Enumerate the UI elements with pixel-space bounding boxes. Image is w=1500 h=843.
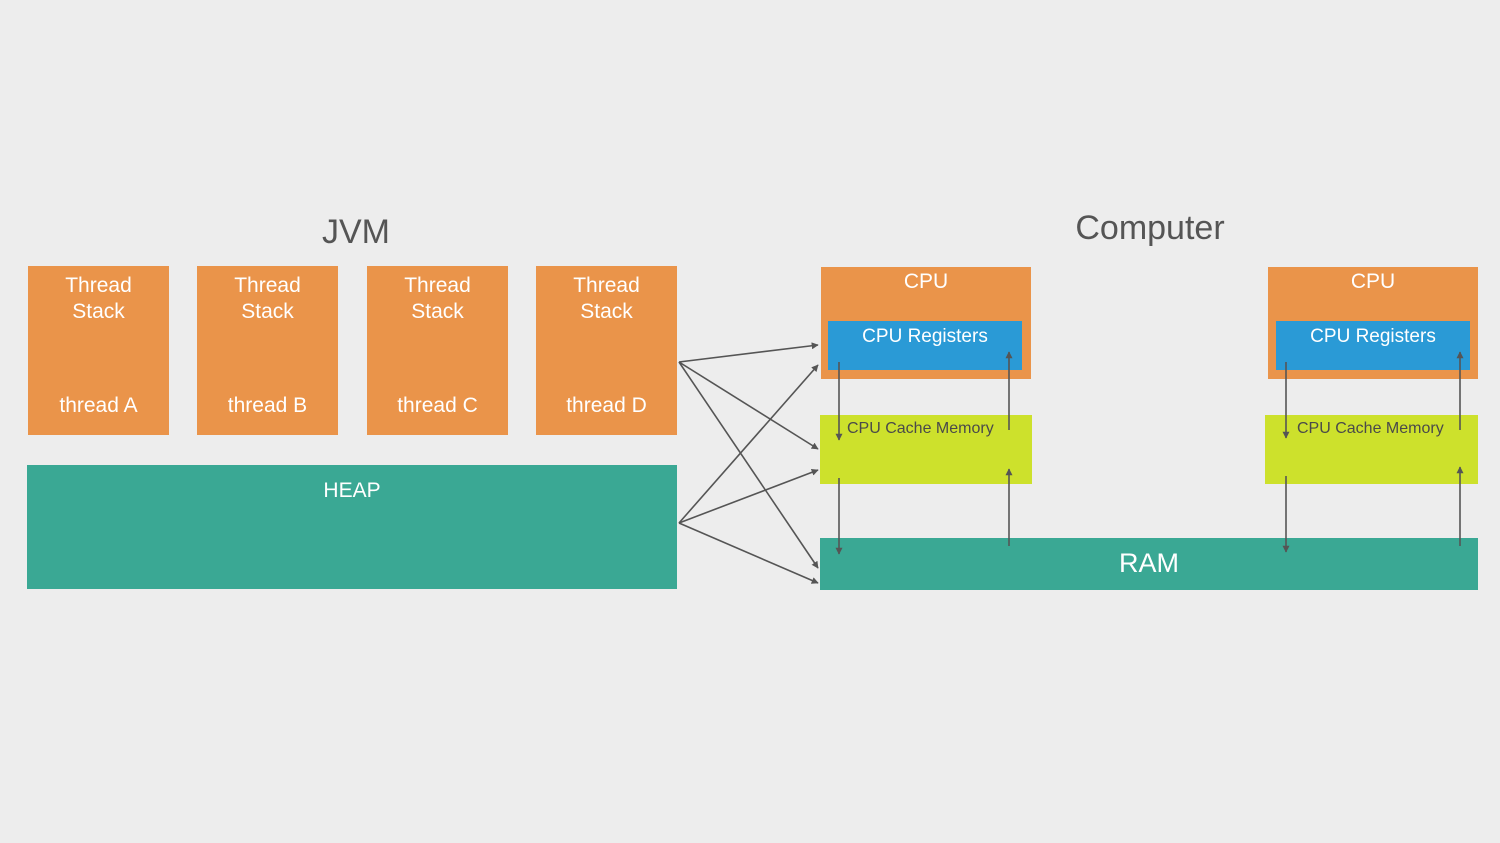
thread-name: thread D — [566, 394, 647, 417]
ram-label: RAM — [1119, 548, 1179, 578]
cpu-label: CPU — [903, 270, 949, 293]
thread-stack-label: Thread Stack — [404, 274, 471, 323]
thread-stack-b: Thread Stack thread B — [197, 266, 338, 435]
heap-label: HEAP — [323, 479, 381, 502]
thread-stack-label: Thread Stack — [573, 274, 640, 323]
cpu-2-cache: CPU Cache Memory — [1265, 415, 1478, 484]
thread-stack-d: Thread Stack thread D — [536, 266, 677, 435]
heap-block: HEAP — [27, 465, 677, 589]
thread-stack-label: Thread Stack — [234, 274, 301, 323]
cpu-2-registers: CPU Registers — [1276, 321, 1470, 370]
thread-stack-a: Thread Stack thread A — [28, 266, 169, 435]
cpu-1-cache: CPU Cache Memory — [820, 415, 1032, 484]
jvm-title: JVM — [322, 213, 390, 251]
cpu-1-registers: CPU Registers — [828, 321, 1022, 370]
thread-stack-label: Thread Stack — [65, 274, 132, 323]
thread-name: thread C — [397, 394, 478, 417]
arrow-threads-to-cache — [678, 361, 819, 450]
arrow-threads-to-registers — [678, 342, 819, 363]
thread-name: thread A — [59, 394, 138, 417]
registers-label: CPU Registers — [862, 326, 988, 347]
arrow-heap-to-ram — [678, 522, 819, 584]
thread-name: thread B — [227, 394, 308, 417]
thread-stack-c: Thread Stack thread C — [367, 266, 508, 435]
computer-title: Computer — [1075, 209, 1225, 247]
arrow-threads-to-ram — [678, 361, 819, 569]
arrow-heap-to-cache — [678, 468, 819, 524]
cache-label: CPU Cache Memory — [847, 420, 994, 437]
ram-block: RAM — [820, 538, 1478, 590]
cache-label: CPU Cache Memory — [1297, 420, 1444, 437]
registers-label: CPU Registers — [1310, 326, 1436, 347]
cpu-label: CPU — [1350, 270, 1396, 293]
arrow-heap-to-registers — [678, 364, 819, 524]
